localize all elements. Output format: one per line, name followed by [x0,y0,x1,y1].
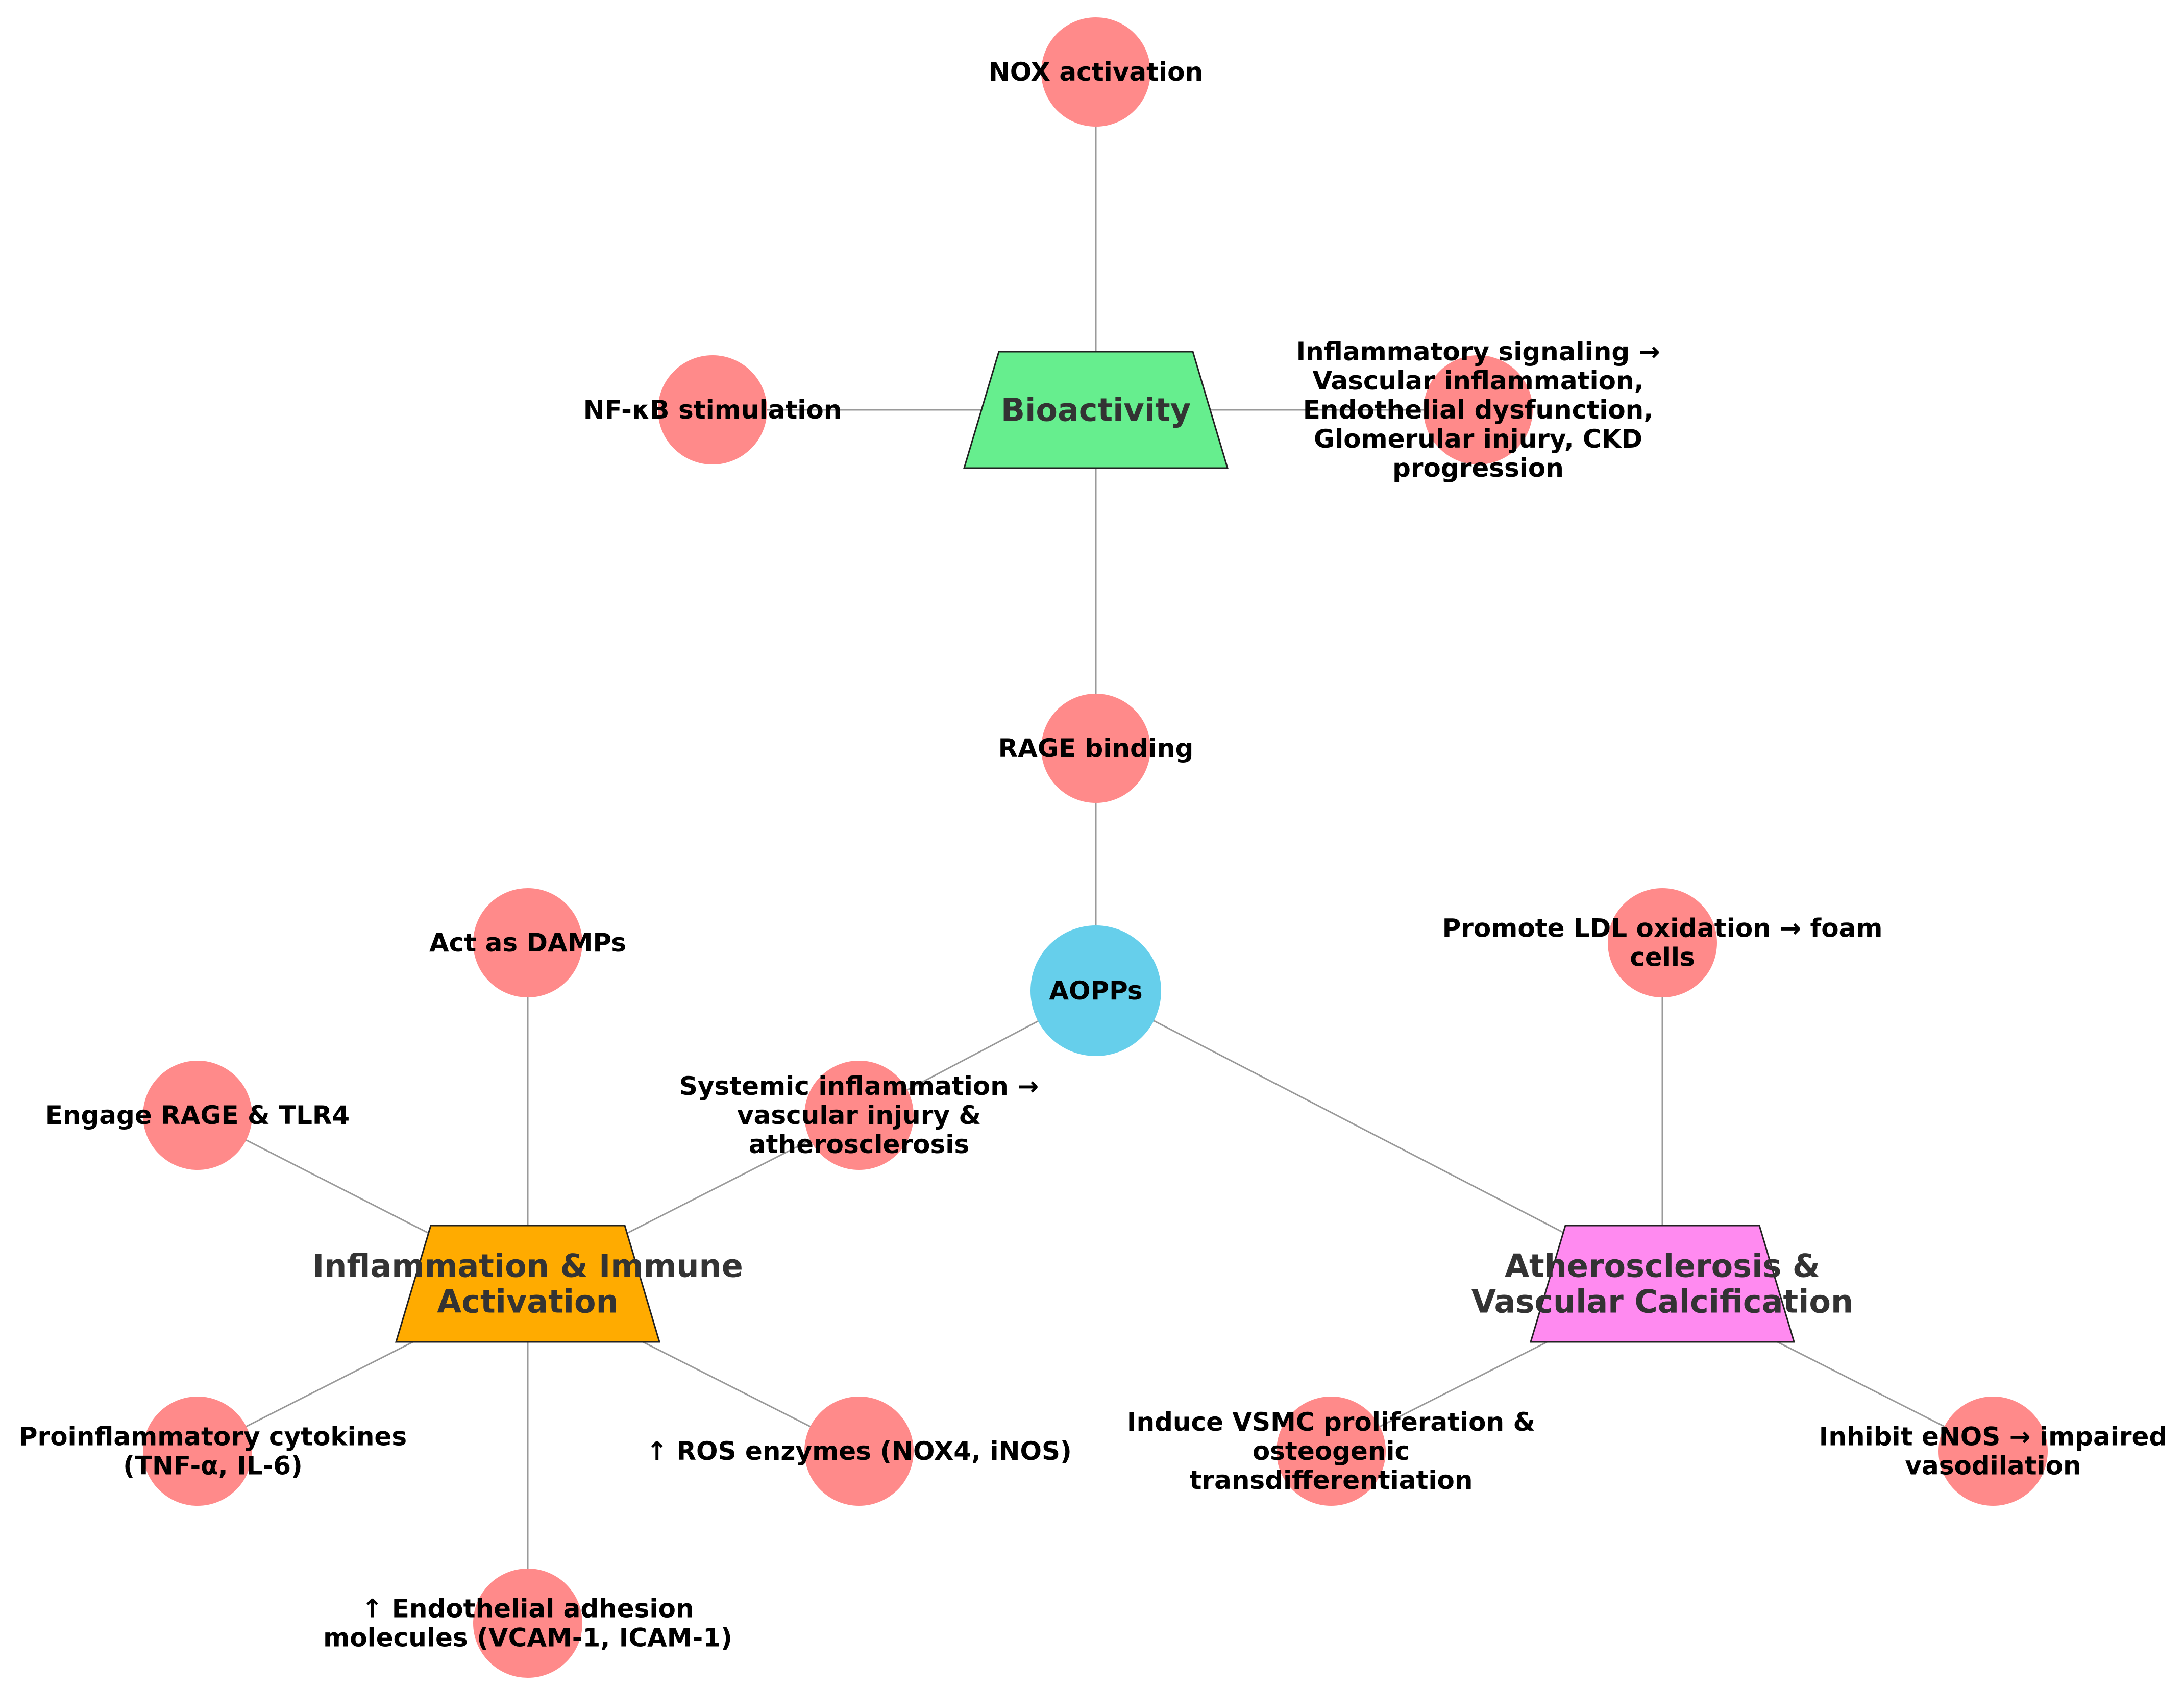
leaf-label-endothelial-adhesion-line: ↑ Endothelial adhesion [361,1594,694,1624]
nodes [143,17,2048,1678]
leaf-label-nox-activation: NOX activation [989,57,1203,87]
leaf-label-systemic-inflammation-line: atherosclerosis [749,1130,969,1159]
leaf-node-vsmc-proliferation [1277,1397,1386,1506]
leaf-label-inflammatory-signaling-line: Vascular inflammation, [1312,366,1643,396]
leaf-label-nox-activation-line: NOX activation [989,57,1203,87]
leaf-label-vsmc-proliferation-line: transdifferentiation [1190,1465,1473,1495]
leaf-label-systemic-inflammation-line: vascular injury & [737,1100,981,1130]
category-label-inflammation-line: Activation [437,1283,619,1320]
leaf-label-act-as-damps-line: Act as DAMPs [429,928,626,958]
hub-label: AOPPs [1049,976,1142,1006]
leaf-label-endothelial-adhesion-line: molecules (VCAM-1, ICAM-1) [323,1623,732,1653]
leaf-label-inflammatory-signaling-line: Endothelial dysfunction, [1303,395,1654,425]
category-label-bioactivity-line: Bioactivity [1001,392,1191,429]
category-label-bioactivity: Bioactivity [1001,392,1191,429]
hub-node-aopps [1030,925,1161,1056]
category-node-athero [1529,1225,1796,1343]
leaf-label-rage-binding: RAGE binding [998,733,1194,763]
leaf-label-proinflammatory-cytokines-line: (TNF-α, IL-6) [123,1451,303,1481]
leaf-label-systemic-inflammation-line: Systemic inflammation → [679,1071,1039,1101]
leaf-label-ros-enzymes: ↑ ROS enzymes (NOX4, iNOS) [646,1436,1072,1466]
leaf-node-nox-activation [1041,17,1150,127]
category-label-athero: Atherosclerosis &Vascular Calcification [1471,1247,1853,1320]
leaf-node-endothelial-adhesion [473,1569,582,1678]
leaf-label-ldl-oxidation-line: Promote LDL oxidation → foam [1442,914,1883,943]
hub-label-line: AOPPs [1049,976,1142,1006]
leaf-label-nfkb-stimulation-line: NF-κB stimulation [583,395,842,425]
category-label-athero-line: Vascular Calcification [1471,1283,1853,1320]
leaf-node-rage-binding [1041,694,1150,803]
leaf-label-inflammatory-signaling-line: Glomerular injury, CKD [1314,424,1642,454]
leaf-label-proinflammatory-cytokines: Proinflammatory cytokines(TNF-α, IL-6) [19,1422,407,1481]
leaf-node-act-as-damps [473,888,582,997]
leaf-label-vsmc-proliferation-line: osteogenic [1253,1436,1410,1466]
leaf-label-systemic-inflammation: Systemic inflammation →vascular injury &… [679,1071,1039,1159]
leaf-node-proinflammatory-cytokines [143,1397,252,1506]
leaf-label-engage-rage-tlr4-line: Engage RAGE & TLR4 [45,1100,350,1130]
leaf-label-inhibit-enos-line: vasodilation [1905,1451,2081,1481]
category-label-inflammation-line: Inflammation & Immune [312,1247,743,1285]
leaf-label-inhibit-enos-line: Inhibit eNOS → impaired [1819,1422,2167,1452]
leaf-node-systemic-inflammation [804,1061,914,1170]
edges [197,72,1994,1623]
leaf-label-inflammatory-signaling-line: Inflammatory signaling → [1296,337,1660,366]
leaf-label-ldl-oxidation-line: cells [1630,943,1695,972]
category-label-athero-line: Atherosclerosis & [1505,1247,1820,1285]
leaf-node-ros-enzymes [804,1397,914,1506]
leaf-label-ros-enzymes-line: ↑ ROS enzymes (NOX4, iNOS) [646,1436,1072,1466]
leaf-label-proinflammatory-cytokines-line: Proinflammatory cytokines [19,1422,407,1452]
category-node-inflammation [395,1225,661,1343]
leaf-label-act-as-damps: Act as DAMPs [429,928,626,958]
leaf-node-engage-rage-tlr4 [143,1061,252,1170]
leaf-label-rage-binding-line: RAGE binding [998,733,1194,763]
leaf-label-inflammatory-signaling-line: progression [1392,453,1564,483]
leaf-label-inflammatory-signaling: Inflammatory signaling →Vascular inflamm… [1296,337,1660,483]
leaf-label-engage-rage-tlr4: Engage RAGE & TLR4 [45,1100,350,1130]
category-node-bioactivity [963,351,1229,469]
leaf-node-inflammatory-signaling [1424,355,1533,464]
leaf-label-nfkb-stimulation: NF-κB stimulation [583,395,842,425]
leaf-label-vsmc-proliferation-line: Induce VSMC proliferation & [1127,1407,1535,1437]
leaf-node-inhibit-enos [1938,1397,2048,1506]
leaf-node-nfkb-stimulation [658,355,767,464]
leaf-node-ldl-oxidation [1608,888,1717,997]
